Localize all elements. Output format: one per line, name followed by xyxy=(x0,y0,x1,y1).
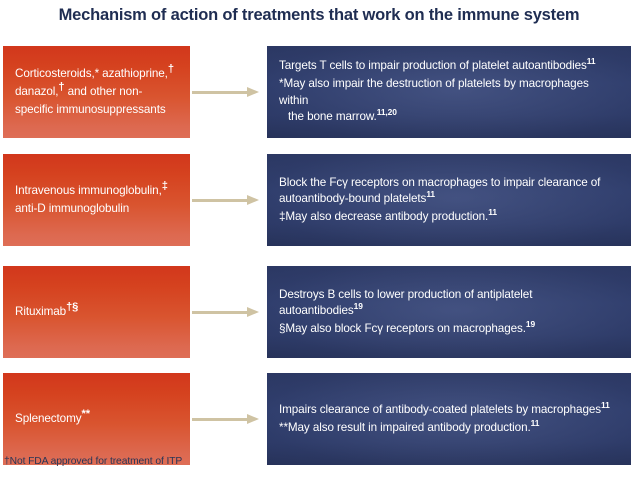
arrow-shaft xyxy=(192,91,250,94)
mechanism-box-corticosteroids: Targets T cells to impair production of … xyxy=(267,46,631,138)
arrow-shaft xyxy=(192,199,250,202)
arrow-head xyxy=(247,414,259,424)
footnote-marker: † xyxy=(167,62,174,75)
page-footnote: †Not FDA approved for treatment of ITP xyxy=(4,456,183,467)
diagram-row: Intravenous immunoglobulin,‡ anti-D immu… xyxy=(0,154,638,246)
arrow-right-icon xyxy=(192,195,264,206)
mechanism-note-continuation: the bone marrow.11,20 xyxy=(288,107,397,124)
treatment-label: Splenectomy** xyxy=(15,408,90,425)
mechanism-note-text: **May also result in impaired antibody p… xyxy=(279,417,540,434)
mechanism-main-text: Targets T cells to impair production of … xyxy=(279,56,596,73)
page-title: Mechanism of action of treatments that w… xyxy=(58,6,580,24)
treatment-label: Rituximab†§ xyxy=(15,301,79,318)
reference-superscript: 11 xyxy=(488,206,497,217)
arrow-shaft xyxy=(192,311,250,314)
reference-superscript: 11 xyxy=(600,400,610,410)
reference-superscript: 11 xyxy=(426,189,435,200)
footnote-marker: ** xyxy=(81,408,90,421)
arrow-right-icon xyxy=(192,307,264,318)
reference-superscript: 11,20 xyxy=(376,107,397,118)
treatment-box-splenectomy: Splenectomy** xyxy=(3,373,190,465)
mechanism-main-text: Destroys B cells to lower production of … xyxy=(279,287,533,318)
arrow-right-icon xyxy=(192,414,264,425)
diagram-row: Corticosteroids,* azathioprine,† danazol… xyxy=(0,46,638,138)
footnote-marker: † xyxy=(58,81,65,94)
mechanism-note-text: *May also impair the destruction of plat… xyxy=(279,76,589,107)
treatment-box-corticosteroids: Corticosteroids,* azathioprine,† danazol… xyxy=(3,46,190,138)
treatment-box-ivig: Intravenous immunoglobulin,‡ anti-D immu… xyxy=(3,154,190,246)
mechanism-note-text: §May also block Fcγ receptors on macroph… xyxy=(279,318,536,335)
diagram-row: Rituximab†§ Destroys B cells to lower pr… xyxy=(0,266,638,358)
reference-superscript: 11 xyxy=(586,56,596,67)
mechanism-box-rituximab: Destroys B cells to lower production of … xyxy=(267,266,631,358)
mechanism-main-text: Impairs clearance of antibody-coated pla… xyxy=(279,400,610,416)
diagram-row: Splenectomy** Impairs clearance of antib… xyxy=(0,373,638,465)
mechanism-box-splenectomy: Impairs clearance of antibody-coated pla… xyxy=(267,373,631,465)
mechanism-main-text: Block the Fcγ receptors on macrophages t… xyxy=(279,175,601,206)
reference-superscript: 11 xyxy=(530,417,540,428)
reference-superscript: 19 xyxy=(353,301,363,312)
arrow-head xyxy=(247,195,259,205)
mechanism-box-ivig: Block the Fcγ receptors on macrophages t… xyxy=(267,154,631,246)
footnote-marker: †§ xyxy=(66,301,79,314)
arrow-right-icon xyxy=(192,87,264,98)
mechanism-note-text: ‡May also decrease antibody production.1… xyxy=(279,206,497,223)
treatment-label: Intravenous immunoglobulin,‡ anti-D immu… xyxy=(15,179,168,215)
arrow-head xyxy=(247,87,259,97)
treatment-box-rituximab: Rituximab†§ xyxy=(3,266,190,358)
reference-superscript: 19 xyxy=(525,318,536,329)
treatment-label: Corticosteroids,* azathioprine,† danazol… xyxy=(15,62,174,117)
arrow-head xyxy=(247,307,259,317)
arrow-shaft xyxy=(192,418,250,421)
footnote-marker: ‡ xyxy=(161,179,168,192)
